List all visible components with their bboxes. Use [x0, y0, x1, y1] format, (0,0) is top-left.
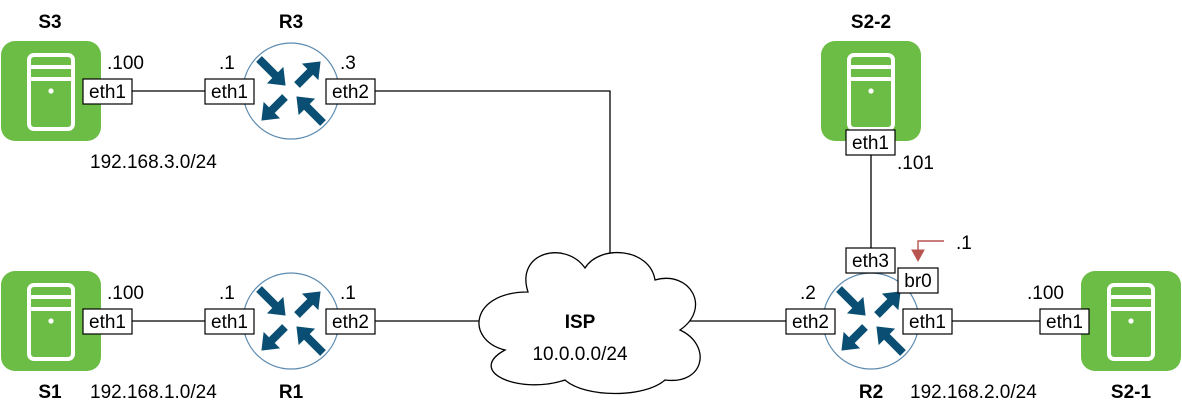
- addr-r1-eth1: .1: [219, 283, 235, 304]
- svg-text:eth1: eth1: [211, 312, 248, 333]
- svg-text:br0: br0: [904, 271, 931, 292]
- port-r2-eth2[interactable]: eth2: [785, 308, 836, 335]
- svg-text:eth2: eth2: [332, 312, 369, 333]
- addr-r2-eth2: .2: [800, 283, 816, 304]
- isp-label: ISP: [565, 312, 596, 333]
- s3-label: S3: [38, 12, 61, 33]
- cloud-icon[interactable]: [478, 251, 701, 395]
- addr-s2-2-eth1: .101: [897, 153, 934, 174]
- server-s2-2[interactable]: [819, 39, 923, 143]
- svg-text:eth3: eth3: [852, 251, 889, 272]
- s1-label: S1: [38, 382, 62, 403]
- port-r3-eth2[interactable]: eth2: [325, 78, 376, 105]
- server-s2-1[interactable]: [1079, 269, 1182, 373]
- link-r3-isp: [375, 90, 611, 272]
- addr-s1-eth1: .100: [107, 283, 144, 304]
- svg-text:eth1: eth1: [211, 82, 248, 103]
- svg-text:eth2: eth2: [792, 312, 829, 333]
- port-r2-br0[interactable]: br0: [897, 267, 939, 294]
- addr-r3-eth1: .1: [219, 53, 235, 74]
- port-r2-eth1[interactable]: eth1: [902, 308, 953, 335]
- port-s2-2-eth1[interactable]: eth1: [845, 129, 896, 156]
- r2-label: R2: [859, 382, 883, 403]
- port-r1-eth2[interactable]: eth2: [325, 308, 376, 335]
- s2-1-label: S2-1: [1111, 382, 1152, 403]
- svg-text:eth1: eth1: [852, 133, 889, 154]
- svg-text:eth1: eth1: [909, 312, 946, 333]
- addr-r2-br0: .1: [956, 233, 972, 254]
- r3-label: R3: [279, 12, 303, 33]
- router-icon: [243, 43, 339, 139]
- addr-r3-eth2: .3: [340, 53, 356, 74]
- addr-s3-eth1: .100: [107, 53, 144, 74]
- port-s3-eth1[interactable]: eth1: [82, 78, 133, 105]
- subnet-lan2: 192.168.2.0/24: [910, 382, 1037, 403]
- svg-text:eth1: eth1: [89, 312, 126, 333]
- port-r2-eth3[interactable]: eth3: [845, 247, 896, 274]
- s2-2-label: S2-2: [851, 12, 891, 33]
- addr-r1-eth2: .1: [340, 283, 356, 304]
- annotation-arrow-icon: [911, 240, 944, 263]
- isp-subnet: 10.0.0.0/24: [532, 344, 628, 365]
- port-s1-eth1[interactable]: eth1: [82, 308, 133, 335]
- router-r3[interactable]: [243, 43, 339, 139]
- router-icon: [243, 273, 339, 369]
- svg-text:eth1: eth1: [89, 82, 126, 103]
- r1-label: R1: [279, 382, 304, 403]
- svg-text:eth1: eth1: [1046, 312, 1083, 333]
- server-icon: [819, 39, 923, 143]
- addr-s2-1-eth1: .100: [1027, 283, 1064, 304]
- port-s2-1-eth1[interactable]: eth1: [1039, 308, 1090, 335]
- svg-text:eth2: eth2: [332, 82, 369, 103]
- subnet-lan3: 192.168.3.0/24: [90, 152, 217, 173]
- subnet-lan1: 192.168.1.0/24: [90, 382, 217, 403]
- server-icon: [1079, 269, 1182, 373]
- port-r3-eth1[interactable]: eth1: [204, 78, 255, 105]
- port-r1-eth1[interactable]: eth1: [204, 308, 255, 335]
- router-r1[interactable]: [243, 273, 339, 369]
